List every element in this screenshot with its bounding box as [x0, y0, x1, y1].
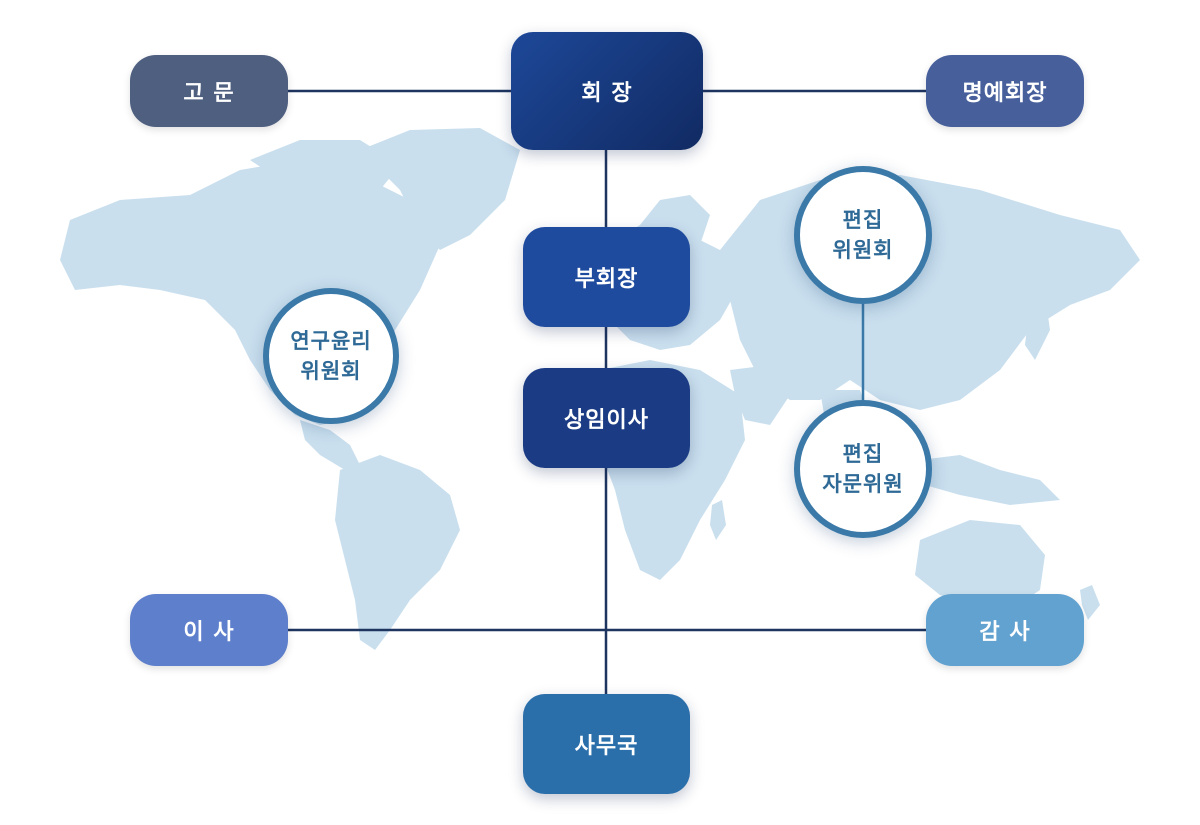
map-madagascar: [710, 500, 726, 540]
secretariat-node: 사무국: [523, 694, 690, 794]
president-label: 회 장: [581, 81, 633, 106]
president-node: 회 장: [511, 32, 703, 150]
auditor-label: 감 사: [979, 620, 1031, 645]
map-southeast-asia-islands: [920, 455, 1060, 505]
research-ethics-line-1: 연구윤리: [290, 329, 372, 353]
map-central-america: [300, 420, 360, 470]
research-ethics-line-2: 위원회: [300, 359, 362, 383]
map-new-zealand: [1080, 585, 1100, 620]
editorial-committee-line-1: 편집: [842, 208, 884, 232]
honorary-president-node: 명예회장: [926, 55, 1084, 127]
advisor-label: 고 문: [183, 81, 235, 106]
standing-director-label: 상임이사: [564, 408, 649, 433]
director-label: 이 사: [183, 620, 235, 645]
map-japan: [1025, 295, 1050, 360]
vice-president-label: 부회장: [574, 267, 639, 292]
map-south-america: [335, 455, 460, 650]
editorial-advisors-line-1: 편집: [842, 442, 884, 466]
vice-president-node: 부회장: [523, 227, 690, 327]
director-node: 이 사: [130, 594, 288, 666]
honorary-president-label: 명예회장: [962, 81, 1048, 106]
standing-director-node: 상임이사: [523, 368, 690, 468]
editorial-advisors-node: 편집 자문위원: [794, 400, 932, 538]
research-ethics-committee-node: 연구윤리 위원회: [263, 288, 399, 424]
auditor-node: 감 사: [926, 594, 1084, 666]
map-australia: [915, 520, 1045, 610]
map-arabia: [730, 365, 790, 425]
editorial-committee-node: 편집 위원회: [794, 166, 932, 304]
editorial-advisors-line-2: 자문위원: [822, 472, 904, 496]
editorial-committee-line-2: 위원회: [832, 238, 894, 262]
secretariat-label: 사무국: [574, 734, 639, 759]
map-greenland: [360, 128, 520, 250]
advisor-node: 고 문: [130, 55, 288, 127]
